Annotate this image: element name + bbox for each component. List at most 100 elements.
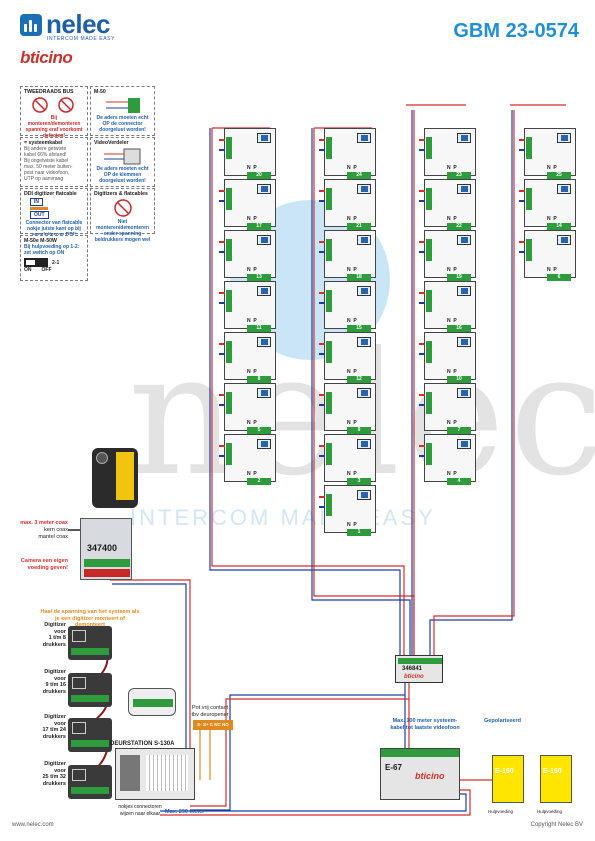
watermark-tagline: INTERCOM MADE EASY bbox=[130, 505, 436, 530]
unit-np-label: N P bbox=[347, 369, 357, 375]
power-supply-e150-2: E-150 bbox=[540, 755, 572, 803]
bus-wire-red bbox=[319, 139, 325, 141]
bus-wire-red bbox=[219, 445, 225, 447]
bus-wire-red bbox=[219, 241, 225, 243]
bus-wire-red bbox=[219, 139, 225, 141]
gepolariseerd-label: Gepolariseerd bbox=[484, 718, 521, 724]
door-station-connector bbox=[128, 688, 176, 716]
module-terminal-icon bbox=[84, 559, 130, 567]
unit-terminal-icon bbox=[226, 137, 232, 159]
unit-terminal-icon bbox=[526, 137, 532, 159]
unit-number: 7 bbox=[447, 427, 471, 434]
max-290-label: Max. 290 meter bbox=[165, 809, 205, 815]
bus-wire-blue bbox=[219, 404, 225, 406]
bus-wire-blue bbox=[519, 200, 525, 202]
note-text: Bij hulpvoeding op 1-2: zet switch op ON bbox=[24, 244, 80, 256]
coax-shield-label: mantel coax bbox=[38, 534, 68, 540]
unit-terminal-icon bbox=[426, 341, 432, 363]
bus-wire-red bbox=[419, 190, 425, 192]
unit-terminal-icon bbox=[526, 239, 532, 261]
switch-pins: 2-1 bbox=[52, 259, 60, 266]
nelec-logo-icon bbox=[20, 14, 42, 36]
unit-terminal-icon bbox=[326, 494, 332, 516]
unit-terminal-icon bbox=[326, 290, 332, 312]
unit-number: 25 bbox=[547, 172, 571, 179]
nokjes-line-2: wijzen naar elkaar bbox=[119, 811, 161, 817]
unit-number: 19 bbox=[447, 274, 471, 281]
door-station-panel-icon bbox=[120, 755, 140, 791]
unit-terminal-icon bbox=[226, 392, 232, 414]
unit-np-label: N P bbox=[247, 420, 257, 426]
unit-number: 3 bbox=[347, 478, 371, 485]
note-text: De aders moeten echt OP de klemmen doorg… bbox=[96, 166, 149, 184]
videophone-screen-icon bbox=[357, 439, 371, 449]
bus-wire-blue bbox=[219, 149, 225, 151]
videophone-screen-icon bbox=[457, 286, 471, 296]
e150-label: E-150 bbox=[495, 768, 514, 775]
unit-np-label: N P bbox=[447, 267, 457, 273]
deuropener-label: tbv deuropener bbox=[191, 712, 229, 718]
power-supply-e67: E-67 bticino bbox=[380, 748, 460, 800]
unit-np-label: N P bbox=[447, 420, 457, 426]
camera-terminal-icon bbox=[116, 452, 134, 500]
footer-url[interactable]: www.nelec.com bbox=[12, 822, 54, 828]
videophone-screen-icon bbox=[357, 337, 371, 347]
unit-np-label: N P bbox=[547, 216, 557, 222]
unit-terminal-icon bbox=[426, 290, 432, 312]
bus-wire-blue bbox=[419, 404, 425, 406]
bus-wire-red bbox=[419, 139, 425, 141]
unit-np-label: N P bbox=[347, 420, 357, 426]
unit-number: 10 bbox=[447, 376, 471, 383]
unit-terminal-icon bbox=[426, 188, 432, 210]
bus-wire-red bbox=[419, 343, 425, 345]
bus-wire-blue bbox=[519, 251, 525, 253]
unit-number: 20 bbox=[247, 172, 271, 179]
note-line: kabel 66% afstand! bbox=[24, 152, 67, 158]
contact-terminal: S- S+ C NC NO bbox=[193, 720, 233, 730]
unit-terminal-icon bbox=[326, 392, 332, 414]
unit-np-label: N P bbox=[547, 165, 557, 171]
note-systeemkabel: = systeemkabel Bij andere getwiste kabel… bbox=[20, 137, 88, 187]
unit-terminal-icon bbox=[226, 239, 232, 261]
unit-number: 5 bbox=[247, 427, 271, 434]
e67-label: E-67 bbox=[385, 763, 402, 772]
power-supply-e150-1: E-150 bbox=[492, 755, 524, 803]
unit-number: 22 bbox=[447, 223, 471, 230]
bus-wire-blue bbox=[319, 302, 325, 304]
unit-np-label: N P bbox=[347, 216, 357, 222]
unit-terminal-icon bbox=[326, 443, 332, 465]
brand-name: nelec bbox=[46, 9, 111, 39]
bus-wire-blue bbox=[419, 302, 425, 304]
bus-wire-blue bbox=[319, 353, 325, 355]
videophone-screen-icon bbox=[257, 235, 271, 245]
videophone-screen-icon bbox=[257, 133, 271, 143]
videophone-screen-icon bbox=[357, 286, 371, 296]
videophone-screen-icon bbox=[457, 388, 471, 398]
bus-wire-blue bbox=[319, 506, 325, 508]
digitizer-terminal-icon bbox=[71, 787, 109, 794]
unit-np-label: N P bbox=[547, 267, 557, 273]
videophone-screen-icon bbox=[457, 133, 471, 143]
unit-np-label: N P bbox=[447, 216, 457, 222]
bus-wire-red bbox=[219, 343, 225, 345]
ddi-out-label: OUT bbox=[30, 211, 49, 219]
digitizer-terminal-icon bbox=[71, 740, 109, 747]
digitizer-terminal-icon bbox=[71, 648, 109, 655]
e150-label: E-150 bbox=[543, 768, 562, 775]
digitizer-chip-icon bbox=[72, 722, 86, 734]
digitizer-module bbox=[68, 718, 112, 752]
bus-wire-blue bbox=[419, 455, 425, 457]
unit-number: 16 bbox=[447, 325, 471, 332]
